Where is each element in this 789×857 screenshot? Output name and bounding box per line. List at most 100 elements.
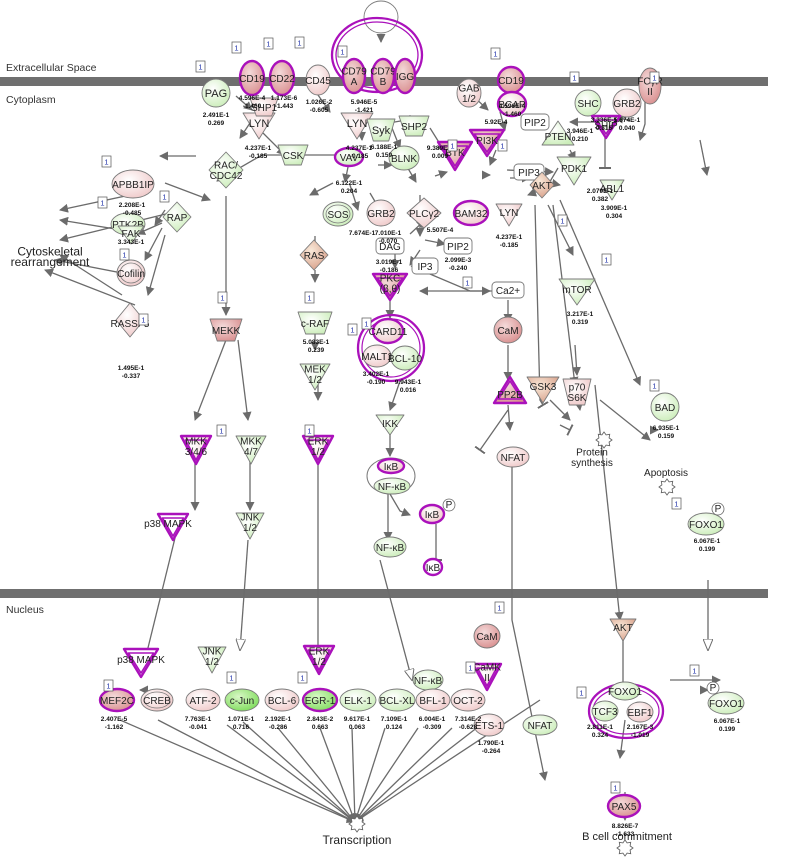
fold-change-pdk1: 2.079E-10.382 <box>587 188 614 203</box>
node-abl1[interactable]: ABL1 <box>599 179 625 201</box>
node-pkc[interactable]: PKC(β,θ) <box>371 272 409 302</box>
node-pip2a[interactable]: PIP2 <box>520 113 550 131</box>
node-foxo1c[interactable]: FOXO1 <box>707 691 745 715</box>
node-craf[interactable]: c-RAF <box>297 311 333 335</box>
node-shc[interactable]: SHC <box>574 89 602 117</box>
node-ras[interactable]: RAS <box>299 239 329 271</box>
node-pag[interactable]: PAG <box>201 78 231 108</box>
node-ikk[interactable]: IKK <box>375 414 405 436</box>
node-sos[interactable]: SOS <box>322 201 354 227</box>
node-pdk1[interactable]: PDK1 <box>556 156 592 186</box>
node-mef2c[interactable]: MEF2C <box>98 687 136 713</box>
node-akt[interactable]: AKT <box>529 171 555 199</box>
node-egr1[interactable]: EGR-1 <box>301 687 339 713</box>
node-cjun[interactable]: c-Jun <box>224 688 260 712</box>
node-ip3[interactable]: IP3 <box>411 257 439 275</box>
node-apbb1ip[interactable]: APBB1IP <box>111 169 155 199</box>
fold-change-elk1: 9.617E-10.063 <box>344 716 371 731</box>
node-ikb2[interactable]: IκB <box>418 503 446 525</box>
node-ikb3[interactable]: IκB <box>422 557 444 577</box>
node-lyn1[interactable]: LYN <box>242 112 276 140</box>
node-label: ETS-1 <box>475 721 504 732</box>
node-mtor[interactable]: mTOR <box>558 278 596 306</box>
node-cd19b[interactable]: CD19 <box>496 65 526 95</box>
node-shp2[interactable]: SHP2 <box>398 115 430 137</box>
node-p38[interactable]: p38 MAPK <box>144 512 192 542</box>
node-elk1[interactable]: ELK-1 <box>339 688 377 712</box>
node-cam2[interactable]: CaM <box>473 623 501 649</box>
node-card11[interactable]: CARD11 <box>369 317 408 345</box>
node-rac[interactable]: RAC/CDC42 <box>208 151 244 189</box>
node-gsk3[interactable]: GSK3 <box>526 376 560 404</box>
node-creb[interactable]: CREB <box>140 688 174 712</box>
node-nfat1[interactable]: NFAT <box>496 446 530 468</box>
node-akt2[interactable]: AKT <box>609 618 637 642</box>
node-bclxl[interactable]: BCL-XL <box>378 688 416 712</box>
node-lyn2[interactable]: LYN <box>340 112 374 140</box>
node-cd22[interactable]: CD22 <box>268 59 295 97</box>
node-pi3k[interactable]: PI3K <box>468 128 506 158</box>
node-atf2[interactable]: ATF-2 <box>185 688 221 712</box>
node-label: APBB1IP <box>112 180 154 191</box>
node-ca2[interactable]: Ca2+ <box>491 281 525 299</box>
node-grb2b[interactable]: GRB2 <box>366 199 396 227</box>
node-oct2[interactable]: OCT-2 <box>450 688 486 712</box>
node-cd45[interactable]: CD45 <box>305 64 331 96</box>
node-rap[interactable]: RAP <box>162 201 192 233</box>
node-igg[interactable]: IGG <box>393 57 417 95</box>
node-vav[interactable]: VAV <box>333 146 365 168</box>
node-nfkbn[interactable]: NF-κB <box>412 669 444 691</box>
node-ship[interactable]: SHIP <box>590 114 622 140</box>
node-grb2a[interactable]: GRB2 <box>612 88 642 118</box>
node-bam32[interactable]: BAM32 <box>452 199 490 227</box>
svg-text:1.173E-6: 1.173E-6 <box>271 95 298 102</box>
node-mekk[interactable]: MEKK <box>209 318 243 342</box>
node-pip3[interactable]: PIP3 <box>513 163 545 181</box>
node-p38n[interactable]: p38 MAPK <box>117 647 165 679</box>
node-syk[interactable]: Syk <box>366 118 396 142</box>
svg-text:0.210: 0.210 <box>572 136 589 143</box>
node-fak[interactable]: FAK <box>117 225 145 245</box>
node-nfkb2[interactable]: NF-κB <box>373 536 407 558</box>
node-bad[interactable]: BAD <box>650 392 680 422</box>
node-ikb1[interactable]: IκB <box>376 457 406 475</box>
node-cd19a[interactable]: CD19 <box>238 59 265 97</box>
node-nfkb1[interactable]: NF-κB <box>373 477 411 495</box>
node-pten[interactable]: PTEN <box>541 120 575 146</box>
node-blnk[interactable]: BLNK <box>388 145 420 171</box>
node-pax5[interactable]: PAX5 <box>606 793 642 819</box>
node-foxo1b[interactable]: FOXO1 <box>608 681 642 701</box>
node-dag[interactable]: DAG <box>375 237 405 255</box>
node-bfl1[interactable]: BFL-1 <box>415 688 451 712</box>
node-pp2b[interactable]: PP2B <box>492 375 528 405</box>
node-cam[interactable]: CaM <box>493 316 523 344</box>
node-ebf1[interactable]: EBF1 <box>626 701 654 723</box>
svg-text:6.067E-1: 6.067E-1 <box>694 538 721 545</box>
node-tcf3[interactable]: TCF3 <box>591 700 619 722</box>
node-cofilin[interactable]: Cofilin <box>116 259 146 287</box>
node-pip2b[interactable]: PIP2 <box>443 237 473 255</box>
node-plcy2[interactable]: PLCγ2 <box>406 197 442 229</box>
node-shp1[interactable]: SHP1 <box>249 97 279 117</box>
node-bcl10[interactable]: BCL-10 <box>388 345 422 371</box>
node-csk[interactable]: CSK <box>277 144 309 166</box>
node-bcl6[interactable]: BCL-6 <box>264 688 300 712</box>
node-nfatn[interactable]: NFAT <box>522 714 558 736</box>
svg-text:5.92E-4: 5.92E-4 <box>485 119 508 126</box>
node-ets1[interactable]: ETS-1 <box>473 713 505 737</box>
node-bcap[interactable]: BCAP <box>496 90 528 118</box>
node-lyn3[interactable]: LYN <box>495 203 523 227</box>
node-foxo1a[interactable]: FOXO1 <box>687 512 725 536</box>
